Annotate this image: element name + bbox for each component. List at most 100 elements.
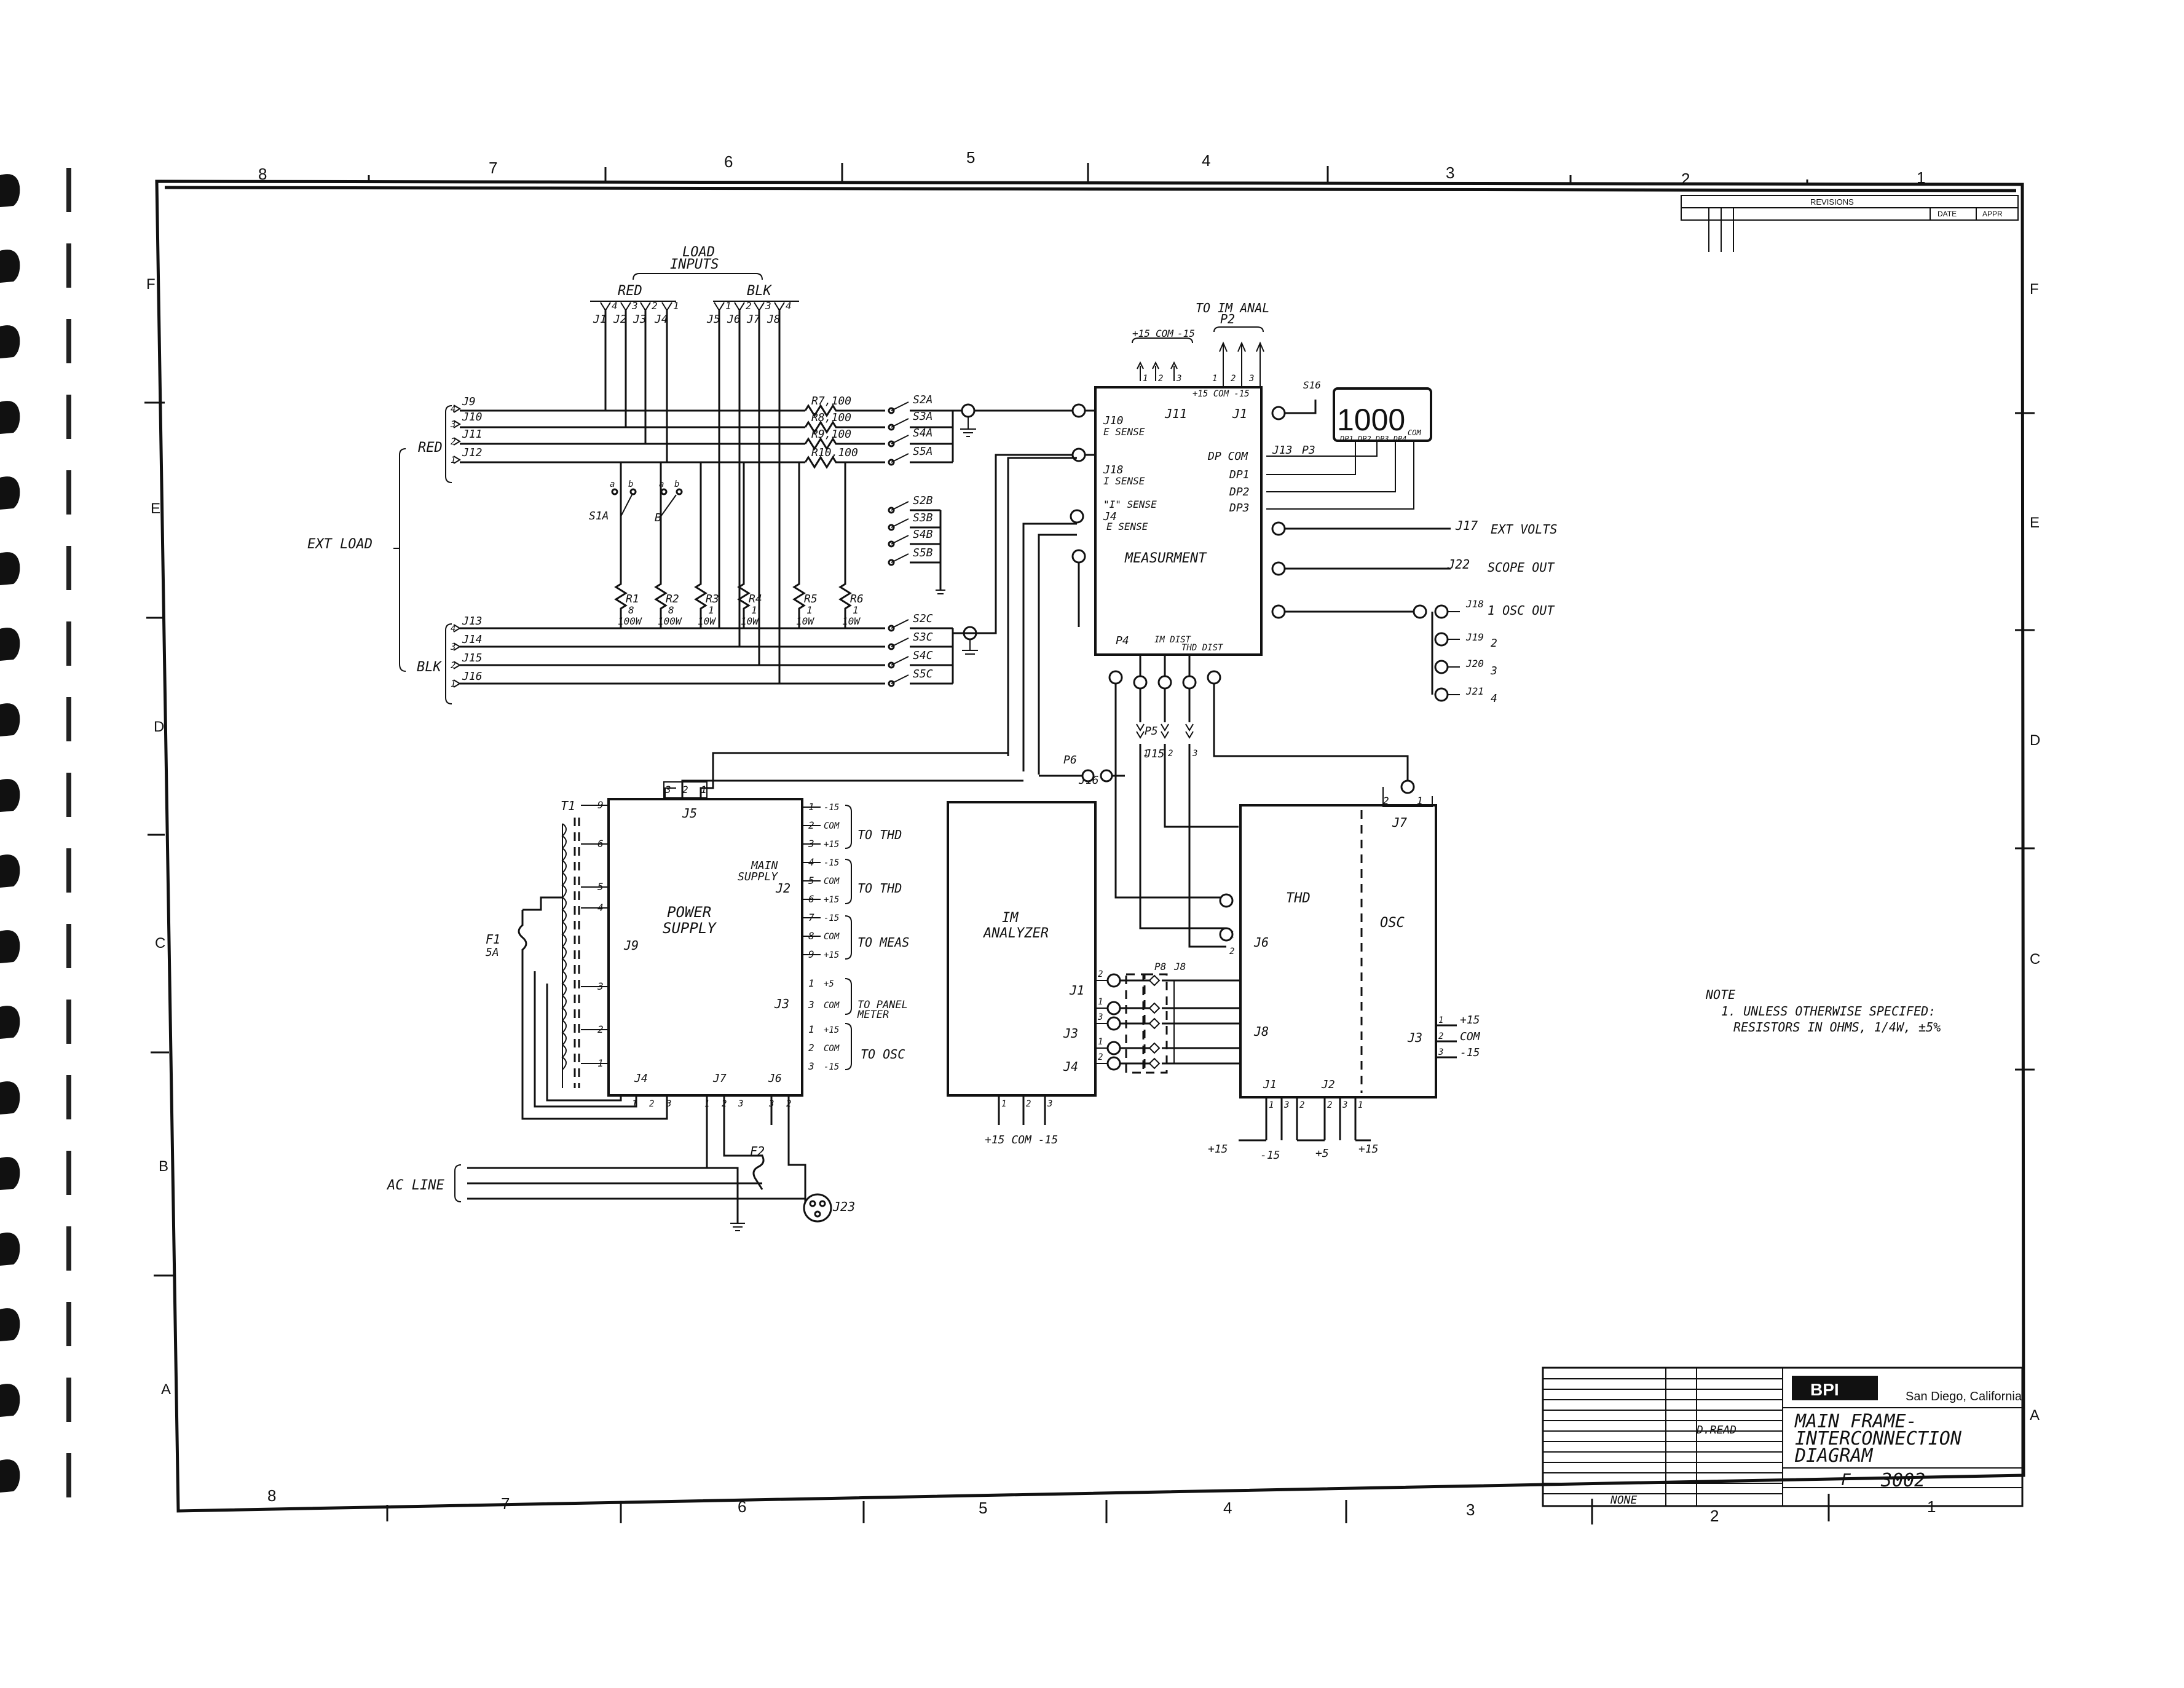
ext-jack-pin: 4 xyxy=(451,404,455,414)
im-analyzer-box xyxy=(947,801,1097,1097)
p2-pin xyxy=(1219,341,1228,387)
input-jack-label: J8 xyxy=(767,313,781,326)
im-j4-label: J4 xyxy=(1063,1059,1078,1074)
switch-blade xyxy=(620,494,677,517)
revisions-label: REVISIONS xyxy=(1810,197,1854,207)
ac-line-bracket xyxy=(454,1164,462,1202)
osc-out-3: 3 xyxy=(1490,665,1497,677)
binder-ring xyxy=(0,1157,20,1190)
load-resistor-rating: 10W xyxy=(796,615,814,627)
p8-connector xyxy=(1148,1057,1161,1070)
ext-jack-pin: 2 xyxy=(451,661,455,671)
thd-j7-jack xyxy=(1400,779,1415,794)
zone-top-7: 7 xyxy=(489,159,497,177)
binder-ring xyxy=(0,476,20,510)
p4-jack xyxy=(1157,675,1172,690)
p5-connector xyxy=(1136,724,1145,739)
transformer-t1-label: T1 xyxy=(561,799,575,813)
load-resistor xyxy=(614,553,628,628)
series-resistor-label: R10,100 xyxy=(811,446,858,459)
binder-hole xyxy=(66,395,71,439)
ps-j2-sig: COM xyxy=(824,821,840,831)
j5-pin-2: 2 xyxy=(682,784,688,795)
p8-connector xyxy=(1148,1002,1161,1014)
switch-blade xyxy=(891,401,909,411)
im-j8-label: J8 xyxy=(1173,961,1186,972)
ps-bottom-pin: 2 xyxy=(649,1099,654,1109)
measurement-dp1-label: DP1 xyxy=(1229,468,1250,481)
input-jack-pin: 1 xyxy=(673,300,679,312)
osc-j3-label: J3 xyxy=(1407,1030,1422,1045)
ext-volts-label: EXT VOLTS xyxy=(1491,522,1557,537)
ps-j2-sig: +15 xyxy=(824,840,839,850)
load-inputs-section: LOAD INPUTS RED BLK 4J13J22J31J41J52J63J… xyxy=(590,245,799,326)
ps-j2-sig: +15 xyxy=(824,950,839,960)
ext-jack-label: J13 xyxy=(462,615,483,628)
ext-jack-label: J14 xyxy=(462,633,483,646)
im-j3-label: J3 xyxy=(1063,1026,1078,1041)
zone-left-E: E xyxy=(151,500,160,517)
input-jack-label: J3 xyxy=(633,313,647,326)
s1b-label: B xyxy=(655,511,661,524)
im-title-1: IM xyxy=(1002,910,1019,926)
zone-left-B: B xyxy=(159,1158,168,1175)
title-line-1: MAIN FRAME- xyxy=(1794,1411,1917,1432)
ext-jack-label: J12 xyxy=(462,446,483,459)
p8-j8-dashed-box xyxy=(1143,973,1168,1074)
note-block: NOTE 1. UNLESS OTHERWISE SPECIFED: RESIS… xyxy=(1705,987,1941,1035)
note-line-2: RESISTORS IN OHMS, 1/4W, ±5% xyxy=(1733,1020,1941,1035)
ps-j6-sig: COM xyxy=(824,1044,840,1054)
zone-left-F: F xyxy=(146,276,156,293)
switch-blade xyxy=(891,518,909,528)
thd-power-pin: 2 xyxy=(1327,1100,1332,1110)
input-jack-pin: 2 xyxy=(746,300,752,312)
load-resistor xyxy=(838,553,852,628)
osc-j3-pin: 3 xyxy=(1438,1047,1443,1057)
switch-blade xyxy=(891,535,909,545)
load-resistor-rating: 100W xyxy=(658,615,682,627)
im-pin: 1 xyxy=(1098,1037,1103,1047)
load-resistor-value: 1 xyxy=(751,604,757,616)
p8-connector xyxy=(1148,1042,1161,1054)
main-supply-1: MAIN xyxy=(751,859,778,872)
thd-osc-box xyxy=(1239,804,1437,1098)
ext-jack-pin: 1 xyxy=(451,679,455,689)
binder-hole xyxy=(66,1226,71,1271)
zone-right-E: E xyxy=(2030,515,2040,531)
j17-label: J17 xyxy=(1455,518,1478,533)
to-panel-meter-2: METER xyxy=(857,1009,889,1021)
zone-left-A: A xyxy=(161,1381,171,1398)
p5-label: P5 xyxy=(1145,725,1158,738)
p4-jack xyxy=(1133,675,1148,690)
binder-hole xyxy=(66,1075,71,1119)
binder-ring xyxy=(0,552,20,585)
p2-pin-number: 2 xyxy=(1231,374,1236,384)
j23-label: J23 xyxy=(832,1199,855,1214)
revisions-appr-col: APPR xyxy=(1982,210,2003,218)
ground-symbol xyxy=(936,590,945,594)
binder-hole xyxy=(66,1302,71,1346)
load-resistor-rating: 10W xyxy=(698,615,716,627)
switch-blade xyxy=(891,553,909,563)
p2-pin-number: 1 xyxy=(1212,374,1217,384)
ps-j2-sig: -15 xyxy=(824,913,839,923)
zone-bottom-8: 8 xyxy=(267,1486,276,1505)
input-jack-pin: 3 xyxy=(765,300,771,312)
switch-contact xyxy=(629,488,637,495)
switch-label: S4B xyxy=(913,528,933,541)
measurement-title: MEASURMENT xyxy=(1124,551,1207,566)
ps-j7-label: J7 xyxy=(712,1072,727,1085)
measurement-j18-label: J18 xyxy=(1103,463,1124,476)
binder-ring xyxy=(0,174,20,207)
measurement-box xyxy=(1094,386,1263,656)
osc-title: OSC xyxy=(1380,915,1405,931)
company-logo: BPI xyxy=(1810,1380,1839,1399)
im-power-pin: 1 xyxy=(1001,1099,1006,1109)
binder-hole xyxy=(66,697,71,741)
meter-box xyxy=(1333,387,1432,442)
zone-ticks xyxy=(144,163,2035,1524)
measurement-dpcom-label: DP COM xyxy=(1207,450,1248,463)
binder-hole xyxy=(66,1378,71,1422)
thd-power-pin: 1 xyxy=(1269,1100,1274,1110)
binder-hole xyxy=(66,546,71,590)
